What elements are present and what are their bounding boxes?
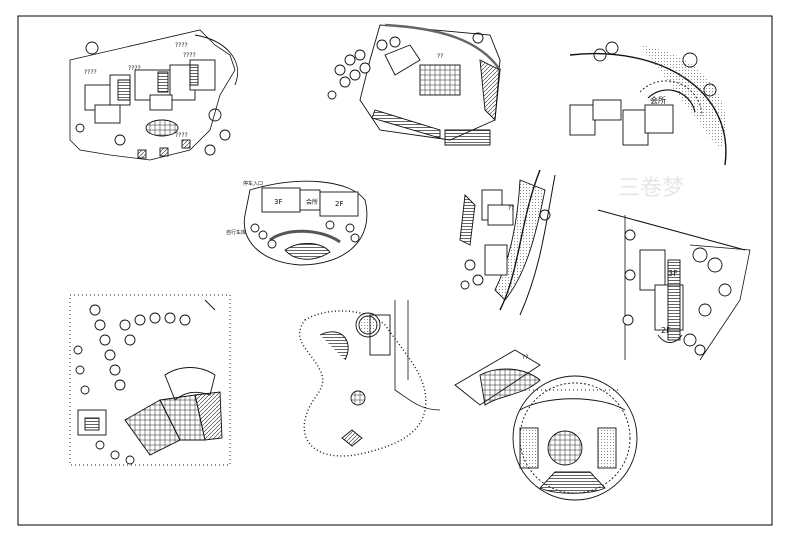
plan-4-label-3: 2F [335, 200, 343, 208]
plan-1-label-5: ???? [175, 132, 188, 139]
plan-4-label-2: 会所 [306, 198, 318, 206]
plan-1-label-1: ???? [84, 69, 97, 76]
plan-5-label-1: ?? [508, 205, 514, 212]
plan-1-label-2: ???? [128, 65, 141, 72]
plan-5 [459, 169, 556, 316]
plan-6-label-2: 2F [661, 326, 671, 335]
plan-3 [569, 41, 727, 166]
plan-2-label-1: ?? [437, 53, 443, 60]
plan-8 [298, 300, 441, 457]
plan-6 [597, 209, 751, 361]
plan-7 [69, 294, 231, 466]
plan-4-label-1: 3F [274, 198, 282, 206]
plan-1-label-3: ???? [175, 42, 188, 49]
plan-6-label-1: 3F [668, 269, 678, 278]
plan-9-label-1: ?? [522, 354, 528, 361]
plan-4 [243, 180, 368, 266]
plan-1-label-4: ???? [183, 52, 196, 59]
plan-4-label-4: 停车入口 [243, 180, 263, 187]
plan-1 [69, 29, 239, 161]
sheet-border [17, 15, 773, 526]
plan-9 [454, 349, 638, 501]
plan-2 [327, 23, 502, 146]
plan-4-label-5: 自行车库 [226, 229, 246, 236]
watermark: 三卷梦 [618, 176, 684, 201]
plan-3-label-1: 会所 [650, 95, 666, 105]
